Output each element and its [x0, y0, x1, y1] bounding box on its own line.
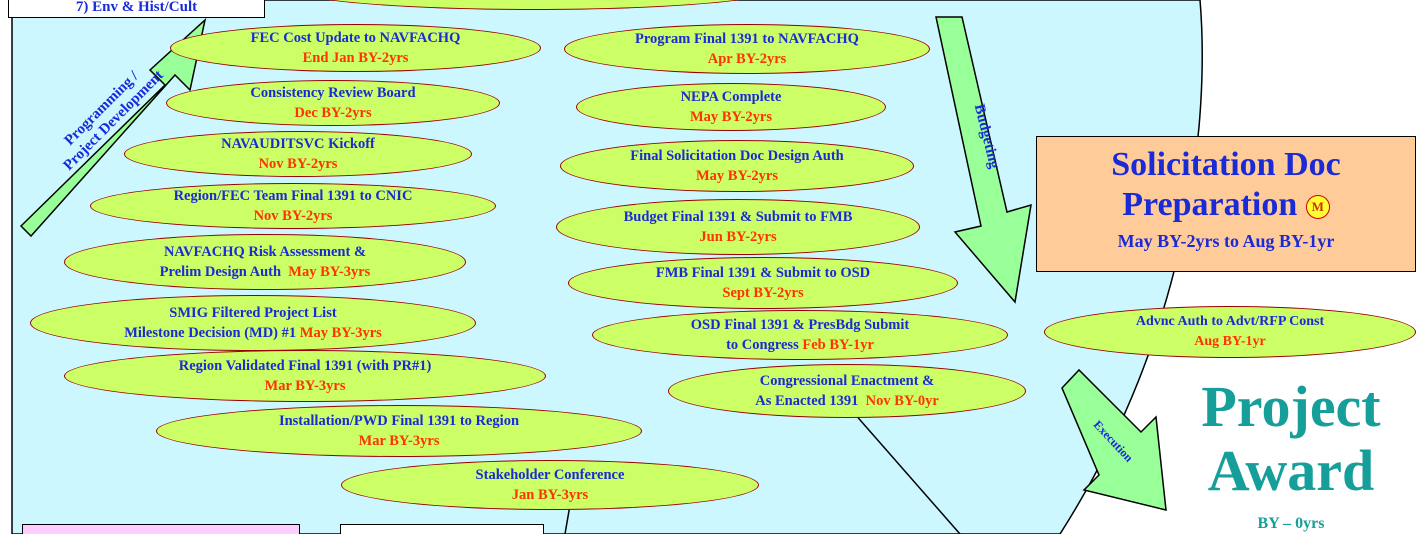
solicitation-dates: May BY-2yrs to Aug BY-1yr [1117, 231, 1335, 251]
milestone-budget-final-1391: Budget Final 1391 & Submit to FMB Jun BY… [556, 199, 920, 255]
bottom-center-partial-box [340, 524, 544, 534]
top-left-partial-text: 7) Env & Hist/Cult [75, 0, 198, 15]
bottom-left-partial-box [22, 524, 300, 534]
project-award-date: BY – 0yrs [1257, 515, 1325, 532]
solicitation-doc-preparation-box: Solicitation Doc Preparation M May BY-2y… [1036, 136, 1416, 272]
project-award-line2: Award [1207, 438, 1375, 503]
milestone-smig-filtered-project-list: SMIG Filtered Project List Milestone Dec… [30, 295, 476, 351]
milestone-program-final-1391: Program Final 1391 to NAVFACHQ Apr BY-2y… [564, 24, 930, 74]
milestone-congressional-enactment: Congressional Enactment & As Enacted 139… [668, 364, 1026, 418]
milestone-navauditsvc-kickoff: NAVAUDITSVC Kickoff Nov BY-2yrs [124, 131, 472, 177]
milestone-osd-final-1391: OSD Final 1391 & PresBdg Submit to Congr… [592, 310, 1008, 360]
milestone-region-fec-final-1391: Region/FEC Team Final 1391 to CNIC Nov B… [90, 183, 496, 229]
project-award-line1: Project [1201, 374, 1381, 439]
milestone-region-validated-final-1391: Region Validated Final 1391 (with PR#1) … [64, 350, 546, 402]
solicitation-title-line2: Preparation [1122, 186, 1298, 223]
milestone-stakeholder-conference: Stakeholder Conference Jan BY-3yrs [341, 460, 759, 510]
solicitation-title-line1: Solicitation Doc [1111, 146, 1341, 183]
milestone-final-solicitation-doc-design-auth: Final Solicitation Doc Design Auth May B… [560, 140, 914, 192]
milestone-fec-cost-update: FEC Cost Update to NAVFACHQ End Jan BY-2… [170, 24, 541, 72]
solicitation-title-row: Preparation M [1037, 185, 1415, 225]
milestone-nepa-complete: NEPA Complete May BY-2yrs [576, 83, 886, 131]
milestone-badge-icon: M [1305, 195, 1330, 220]
budgeting-arrow [935, 16, 1032, 304]
top-left-partial-box: 7) Env & Hist/Cult [8, 0, 265, 18]
milestone-installation-pwd-final-1391: Installation/PWD Final 1391 to Region Ma… [156, 405, 642, 457]
milestone-navfachq-risk-assessment: NAVFACHQ Risk Assessment & Prelim Design… [64, 234, 466, 290]
milestone-consistency-review-board: Consistency Review Board Dec BY-2yrs [166, 80, 500, 126]
milestone-advance-auth: Advnc Auth to Advt/RFP Const Aug BY-1yr [1044, 306, 1416, 358]
milestone-fmb-final-1391: FMB Final 1391 & Submit to OSD Sept BY-2… [568, 257, 958, 309]
execution-arrow [1061, 368, 1167, 511]
